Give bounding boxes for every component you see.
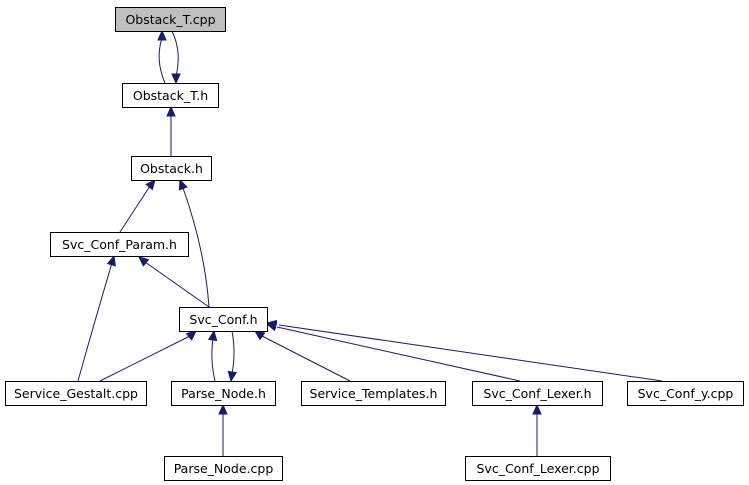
node-box: [50, 232, 189, 257]
node-parse-node-cpp[interactable]: Parse_Node.cpp: [164, 456, 283, 481]
node-label: Obstack.h: [140, 161, 203, 176]
node-svc-conf-h[interactable]: Svc_Conf.h: [179, 307, 268, 332]
arrow-head-icon: [178, 178, 188, 191]
node-obstack-h[interactable]: Obstack.h: [131, 156, 212, 181]
edge-line: [231, 330, 235, 375]
arrow-head-icon: [157, 29, 167, 41]
node-svc-conf-param-h[interactable]: Svc_Conf_Param.h: [50, 232, 189, 257]
edge-service-templates-h-to-svc-conf-h: [253, 330, 351, 382]
graph-edges: [77, 29, 663, 456]
node-svc-conf-lexer-cpp[interactable]: Svc_Conf_Lexer.cpp: [465, 456, 611, 481]
node-box: [301, 381, 446, 406]
edge-line: [99, 335, 191, 382]
node-box: [131, 156, 212, 181]
arrow-head-icon: [171, 73, 181, 85]
edge-svc-conf-y-cpp-to-svc-conf-h: [265, 319, 663, 382]
graph-nodes: Obstack_T.cppObstack_T.hObstack.hSvc_Con…: [5, 7, 744, 481]
edge-line: [144, 261, 210, 308]
edge-line: [158, 37, 166, 84]
node-svc-conf-lexer-h[interactable]: Svc_Conf_Lexer.h: [472, 381, 603, 406]
edge-service-gestalt-cpp-to-svc-conf-param-h: [77, 254, 116, 382]
arrow-head-icon: [185, 330, 197, 341]
edge-line: [261, 335, 351, 382]
edge-svc-conf-lexer-cpp-to-svc-conf-lexer-h: [532, 403, 542, 456]
node-label: Obstack_T.cpp: [125, 12, 215, 27]
arrow-head-icon: [227, 370, 238, 383]
node-label: Parse_Node.cpp: [174, 461, 274, 476]
arrow-head-icon: [106, 254, 116, 267]
edge-parse-node-h-to-svc-conf-h: [207, 329, 218, 382]
arrow-head-icon: [532, 403, 542, 415]
node-label: Svc_Conf_y.cpp: [638, 386, 734, 401]
node-box: [179, 307, 268, 332]
edge-parse-node-cpp-to-parse-node-h: [218, 403, 228, 456]
node-box: [465, 456, 611, 481]
edge-obstack-t-h-to-obstack-t-cpp: [157, 29, 167, 84]
node-box: [164, 456, 283, 481]
node-svc-conf-y-cpp[interactable]: Svc_Conf_y.cpp: [627, 381, 744, 406]
node-box: [122, 83, 219, 108]
node-label: Svc_Conf_Lexer.h: [483, 386, 591, 401]
node-label: Svc_Conf_Param.h: [62, 237, 177, 252]
edge-line: [278, 324, 663, 382]
node-label: Parse_Node.h: [181, 386, 266, 401]
edge-svc-conf-h-to-svc-conf-param-h: [138, 256, 210, 308]
arrow-head-icon: [265, 319, 278, 330]
arrow-head-icon: [166, 105, 176, 117]
arrow-head-icon: [138, 256, 150, 267]
edge-svc-conf-param-h-to-obstack-h: [119, 179, 156, 233]
edge-obstack-t-cpp-to-obstack-t-h: [171, 30, 181, 85]
node-box: [5, 381, 147, 406]
arrow-head-icon: [145, 179, 156, 191]
edge-line: [276, 326, 521, 382]
edge-line: [77, 262, 113, 382]
node-label: Obstack_T.h: [133, 88, 208, 103]
arrow-head-icon: [253, 330, 266, 341]
arrow-head-icon: [207, 329, 218, 342]
arrow-head-icon: [218, 403, 228, 415]
node-service-templates-h[interactable]: Service_Templates.h: [301, 381, 446, 406]
node-box: [627, 381, 744, 406]
node-service-gestalt-cpp[interactable]: Service_Gestalt.cpp: [5, 381, 147, 406]
node-label: Svc_Conf_Lexer.cpp: [476, 461, 599, 476]
edge-service-gestalt-cpp-to-svc-conf-h: [99, 330, 197, 382]
node-box: [115, 7, 226, 32]
edge-line: [182, 187, 210, 308]
node-obstack-t-cpp[interactable]: Obstack_T.cpp: [115, 7, 226, 32]
edge-line: [211, 337, 216, 382]
node-box: [171, 381, 276, 406]
node-label: Service_Gestalt.cpp: [14, 386, 138, 401]
node-box: [472, 381, 603, 406]
node-label: Service_Templates.h: [310, 386, 438, 401]
edge-line: [119, 185, 151, 233]
edge-svc-conf-h-to-obstack-h: [178, 178, 210, 308]
node-label: Svc_Conf.h: [189, 312, 257, 327]
edge-line: [171, 30, 179, 77]
edge-obstack-h-to-obstack-t-h: [166, 105, 176, 156]
node-parse-node-h[interactable]: Parse_Node.h: [171, 381, 276, 406]
edge-svc-conf-lexer-h-to-svc-conf-h: [265, 322, 521, 382]
node-obstack-t-h[interactable]: Obstack_T.h: [122, 83, 219, 108]
edge-svc-conf-h-to-parse-node-h: [227, 330, 238, 383]
